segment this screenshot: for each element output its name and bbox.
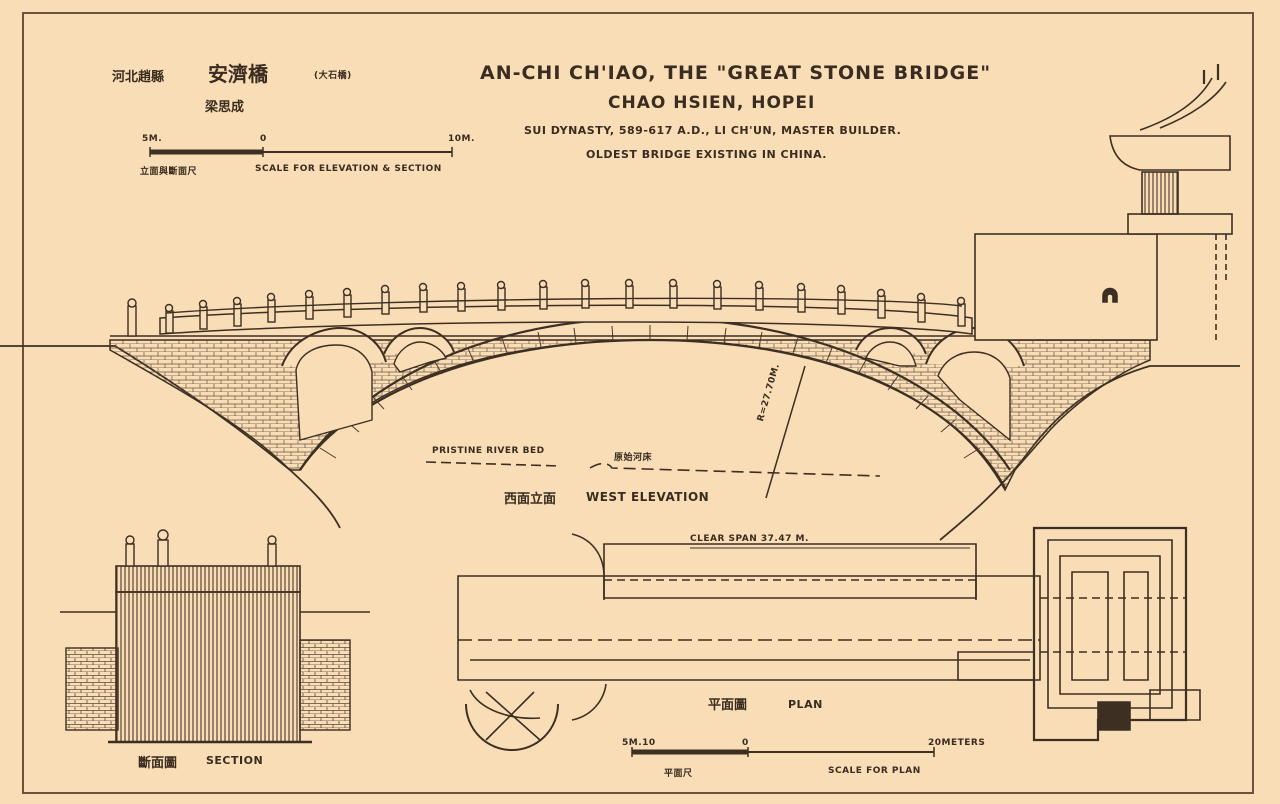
plan-scale-zero: 0 [742,738,749,748]
cn-bridge-name: 安濟橋 [208,62,268,86]
elevation-scale-caption: SCALE FOR ELEVATION & SECTION [255,164,442,174]
plan-caption: PLAN [788,698,823,711]
plan-scale-start: 5M.10 [622,738,656,748]
plan-scale-end: 20METERS [928,738,986,748]
cn-bridge-alias: (大石橋) [314,71,352,81]
section-caption: SECTION [206,754,264,767]
elevation-scale-bar [149,147,453,157]
plan-drawing [457,526,1201,751]
elevation-scale-start: 5M. [142,134,163,144]
west-elevation-caption: WEST ELEVATION [586,490,710,504]
elevation-scale-end: 10M. [448,134,475,144]
plan-scale-cn-caption: 平面尺 [664,769,693,779]
cn-author-label: 梁思成 [205,100,245,115]
section-drawing [60,529,370,744]
river-bed-line [425,461,881,477]
gate-tower [974,64,1233,341]
drawing-border [22,12,1254,794]
bridge-elevation [109,278,1151,492]
drawing-title: AN-CHI CH'IAO, THE "GREAT STONE BRIDGE" [480,62,992,84]
plan-scale-bar [631,747,935,757]
cn-river-bed-label: 原始河床 [614,453,653,463]
cn-location-label: 河北趙縣 [112,70,165,85]
section-cn-caption: 斷面圖 [138,756,178,771]
river-bed-label: PRISTINE RIVER BED [432,446,545,456]
oldest-bridge-line: OLDEST BRIDGE EXISTING IN CHINA. [586,148,827,161]
west-elevation-cn-caption: 西面立面 [504,492,557,507]
arch-radius-line [765,365,806,499]
elevation-scale-cn-caption: 立面與斷面尺 [140,167,198,177]
plan-cn-caption: 平面圖 [708,698,748,713]
elevation-scale-zero: 0 [260,134,267,144]
drawing-location: CHAO HSIEN, HOPEI [608,93,816,113]
dynasty-line: SUI DYNASTY, 589-617 A.D., LI CH'UN, MAS… [524,124,902,137]
plan-scale-caption: SCALE FOR PLAN [828,766,921,776]
clear-span-label: CLEAR SPAN 37.47 M. [690,534,809,544]
